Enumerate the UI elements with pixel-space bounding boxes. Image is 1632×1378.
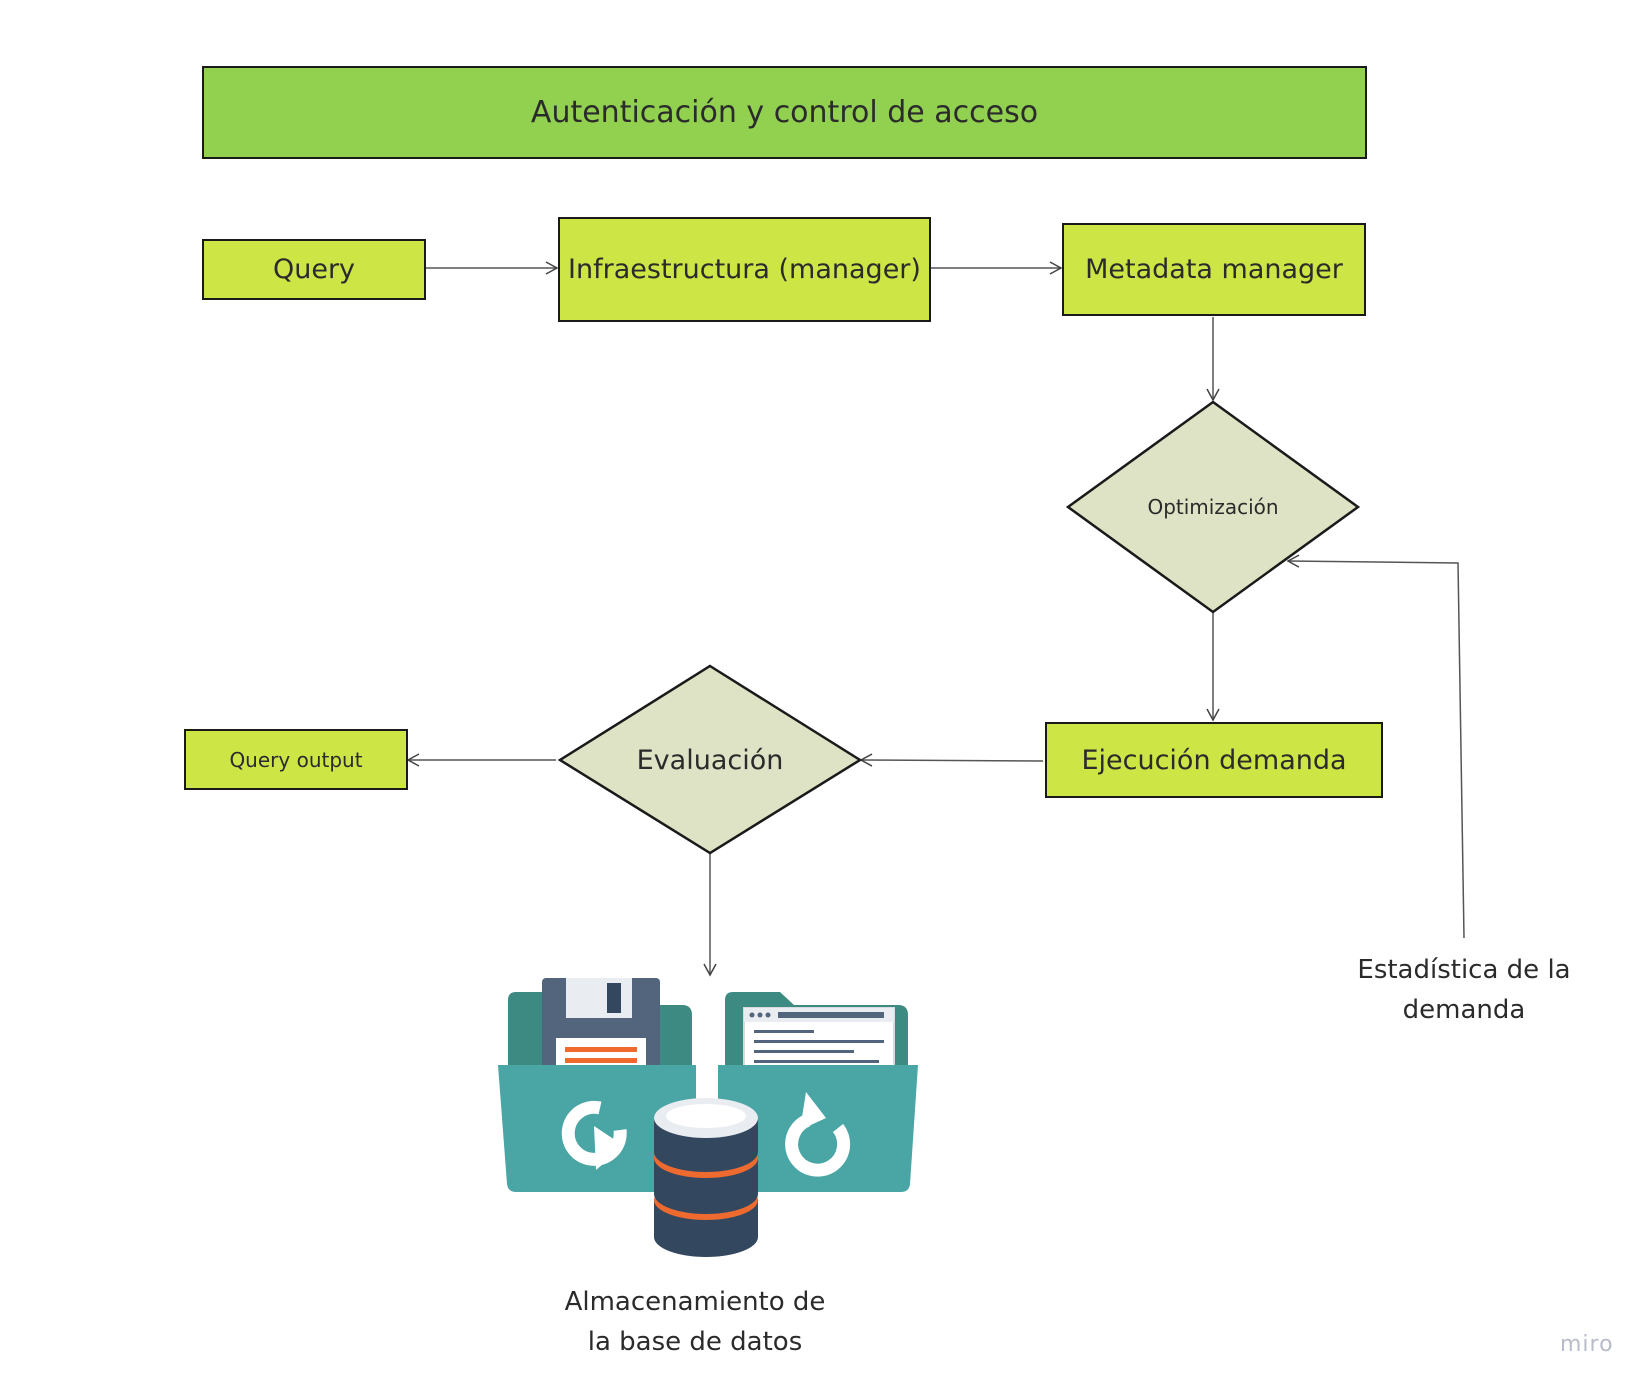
storage-caption: Almacenamiento de la base de datos (540, 1282, 850, 1362)
node-metadata-manager-label: Metadata manager (1085, 254, 1343, 285)
node-query-output: Query output (184, 729, 408, 790)
node-infraestructura-label: Infraestructura (manager) (568, 254, 921, 285)
edge-ejecucion-evaluacion (859, 753, 1044, 767)
node-query-output-label: Query output (229, 747, 363, 772)
node-ejecucion-demanda-label: Ejecución demanda (1081, 744, 1347, 776)
storage-line-2: la base de datos (587, 1327, 803, 1357)
node-ejecucion-demanda: Ejecución demanda (1045, 722, 1383, 798)
auth-banner: Autenticación y control de acceso (202, 66, 1367, 159)
node-query-label: Query (272, 254, 356, 285)
evaluacion-diamond (557, 664, 863, 855)
estadistica-line-1: Estadística de la (1357, 955, 1571, 985)
node-infraestructura: Infraestructura (manager) (558, 217, 931, 322)
estadistica-caption: Estadística de la demanda (1334, 950, 1594, 1030)
edge-estadistica-optimizacion (1286, 554, 1465, 939)
storage-line-1: Almacenamiento de (564, 1287, 826, 1317)
estadistica-line-2: demanda (1402, 995, 1526, 1025)
evaluacion-label: Evaluación (636, 744, 784, 776)
auth-banner-label: Autenticación y control de acceso (530, 95, 1039, 130)
optimizacion-diamond (1065, 400, 1361, 614)
node-query: Query (202, 239, 426, 300)
node-metadata-manager: Metadata manager (1062, 223, 1366, 316)
miro-watermark: miro (1560, 1332, 1614, 1357)
optimizacion-label: Optimización (1147, 495, 1279, 519)
